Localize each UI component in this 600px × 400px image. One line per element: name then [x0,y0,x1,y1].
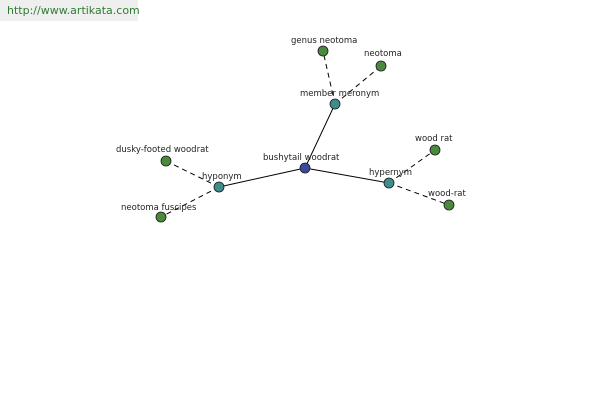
leaf-node-2-1[interactable] [443,199,455,211]
edge-center-2 [304,167,390,184]
edge-center-0 [304,103,336,169]
leaf-node-1-0[interactable] [160,155,172,167]
edge-relation-0-leaf-0 [322,50,336,105]
center-label: bushytail woodrat [263,153,340,163]
edge-relation-2-leaf-0 [388,149,436,184]
leaf-label-2-1: wood-rat [428,189,467,199]
watermark-url: http://www.artikata.com [7,4,140,17]
leaf-node-1-1[interactable] [155,211,167,223]
leaf-node-0-1[interactable] [375,60,387,72]
leaf-label-1-1: neotoma fuscipes [121,203,197,213]
leaf-node-0-0[interactable] [317,45,329,57]
leaf-label-2-0: wood rat [415,134,453,144]
relation-label-1: hyponym [202,172,242,182]
center-node[interactable] [299,162,311,174]
edge-relation-2-leaf-1 [388,182,450,206]
relation-node-0[interactable] [329,98,341,110]
leaf-label-0-1: neotoma [364,49,402,59]
edge-relation-1-leaf-0 [165,160,220,188]
leaf-node-2-0[interactable] [429,144,441,156]
relation-label-2: hypernym [369,168,412,178]
leaf-label-1-0: dusky-footed woodrat [116,145,209,155]
edge-relation-1-leaf-1 [160,186,220,218]
watermark: http://www.artikata.com [0,0,140,21]
edge-center-1 [218,167,306,188]
edge-relation-0-leaf-1 [334,65,382,105]
leaf-label-0-0: genus neotoma [291,36,357,46]
relation-node-1[interactable] [213,181,225,193]
relation-node-2[interactable] [383,177,395,189]
relation-label-0: member meronym [300,89,379,99]
